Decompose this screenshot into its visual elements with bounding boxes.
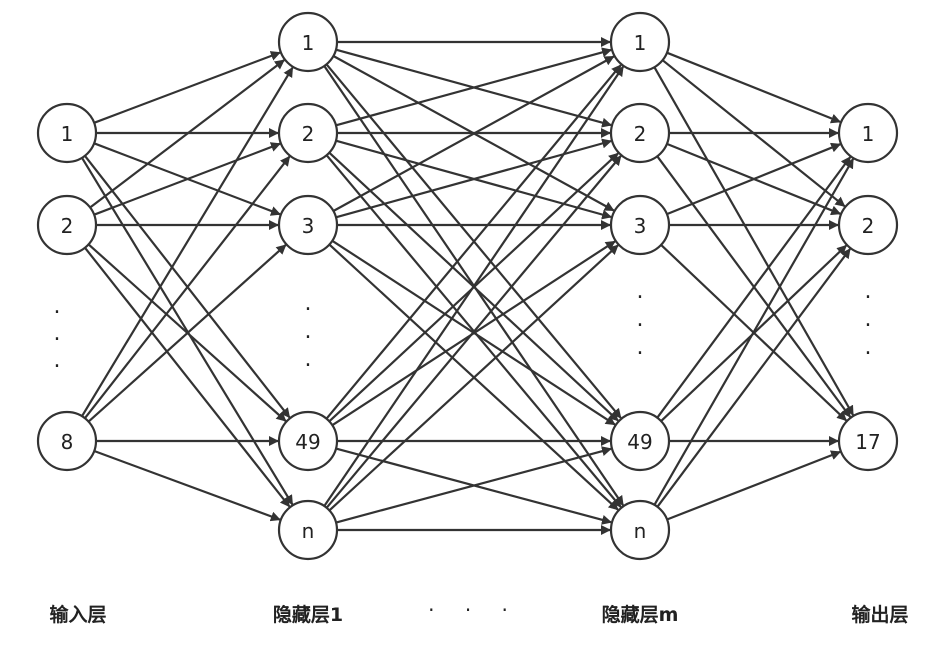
input-node-label: 1 <box>61 122 74 146</box>
output-node-circle <box>837 194 899 256</box>
output-node-label: 17 <box>855 430 880 454</box>
between-hidden-layers-dots: · · · <box>428 598 520 622</box>
hiddenm-ellipsis-dot: · <box>637 286 644 311</box>
hiddenm-node-49: 49 <box>609 410 671 472</box>
connection-arrow-l2-4-1 <box>656 248 851 508</box>
output-ellipsis-dot: · <box>865 286 872 311</box>
hiddenm-node-label: 2 <box>634 122 647 146</box>
hiddenm-node-1: 1 <box>609 11 671 73</box>
vertical-ellipses: ············ <box>54 286 872 380</box>
hiddenm-node-circle <box>609 499 671 561</box>
input-node-circle <box>36 194 98 256</box>
hiddenm-ellipsis-dot: · <box>637 342 644 367</box>
output-ellipsis-dot: · <box>865 342 872 367</box>
hidden1-node-circle <box>277 11 339 73</box>
output-node-label: 1 <box>862 122 875 146</box>
connection-arrow-l0-0-0 <box>93 51 281 124</box>
hidden-layer-1-label: 隐藏层1 <box>272 604 344 626</box>
hiddenm-node-3: 3 <box>609 194 671 256</box>
input-layer-label: 输入层 <box>49 604 107 626</box>
output-node-circle <box>837 410 899 472</box>
connection-arrow-l0-1-0 <box>89 59 285 209</box>
hiddenm-node-circle <box>609 11 671 73</box>
input-ellipsis-dot: · <box>54 328 61 353</box>
hidden1-ellipsis-dot: · <box>305 326 312 351</box>
hiddenm-node-circle <box>609 194 671 256</box>
input-node-circle <box>36 102 98 164</box>
connection-arrow-l2-0-2 <box>653 66 855 416</box>
input-node-circle <box>36 410 98 472</box>
connection-arrow-l1-4-1 <box>325 155 622 509</box>
input-node-2: 2 <box>36 194 98 256</box>
connection-arrow-l1-4-2 <box>328 244 619 512</box>
connection-arrow-l0-2-4 <box>93 449 281 522</box>
output-node-17: 17 <box>837 410 899 472</box>
hidden1-node-49: 49 <box>277 410 339 472</box>
hiddenm-node-circle <box>609 102 671 164</box>
connection-arrow-l0-2-2 <box>87 244 287 423</box>
input-node-1: 1 <box>36 102 98 164</box>
input-node-label: 8 <box>61 430 74 454</box>
output-node-circle <box>837 102 899 164</box>
hiddenm-node-circle <box>609 410 671 472</box>
hidden1-node-label: n <box>302 519 315 543</box>
connection-arrow-l1-2-0 <box>332 55 615 212</box>
input-ellipsis-dot: · <box>54 355 61 380</box>
output-layer-label: 输出层 <box>851 604 909 626</box>
connection-arrow-l2-4-0 <box>653 158 855 506</box>
hiddenm-node-label: n <box>634 519 647 543</box>
hiddenm-node-label: 3 <box>634 214 647 238</box>
neurons: 1 2 8 1 2 3 49 n 1 2 3 49 n 1 2 17 <box>36 11 899 561</box>
hiddenm-node-label: 49 <box>627 430 652 454</box>
hidden-layer-m-label: 隐藏层m <box>601 604 679 626</box>
hiddenm-node-n: n <box>609 499 671 561</box>
hidden1-node-label: 1 <box>302 31 315 55</box>
hidden1-node-label: 3 <box>302 214 315 238</box>
output-node-1: 1 <box>837 102 899 164</box>
hidden1-node-label: 49 <box>295 430 320 454</box>
hidden1-ellipsis-dot: · <box>305 354 312 379</box>
connection-arrow-l0-2-1 <box>84 155 291 419</box>
hidden1-node-n: n <box>277 499 339 561</box>
connection-arrow-l0-2-0 <box>81 66 294 417</box>
connection-arrow-l2-3-0 <box>656 156 852 419</box>
connection-arrow-l1-4-0 <box>323 65 625 507</box>
hidden1-node-circle <box>277 410 339 472</box>
input-node-label: 2 <box>61 214 74 238</box>
hidden1-node-label: 2 <box>302 122 315 146</box>
hidden1-ellipsis-dot: · <box>305 298 312 323</box>
hidden1-node-circle <box>277 102 339 164</box>
connection-arrow-l1-1-0 <box>335 47 613 127</box>
hiddenm-ellipsis-dot: · <box>637 314 644 339</box>
connection-arrow-l1-3-0 <box>325 64 622 420</box>
hidden1-node-1: 1 <box>277 11 339 73</box>
input-ellipsis-dot: · <box>54 301 61 326</box>
hiddenm-node-label: 1 <box>634 31 647 55</box>
output-ellipsis-dot: · <box>865 314 872 339</box>
output-node-label: 2 <box>862 214 875 238</box>
connection-arrow-l1-4-3 <box>335 446 612 524</box>
connection-arrow-l2-2-0 <box>666 142 842 216</box>
connection-arrow-l0-1-1 <box>93 142 281 216</box>
hiddenm-node-2: 2 <box>609 102 671 164</box>
connections <box>81 37 855 535</box>
connection-arrow-l2-0-0 <box>666 51 842 124</box>
connection-arrow-l2-4-2 <box>666 450 842 521</box>
hidden1-node-circle <box>277 499 339 561</box>
input-node-8: 8 <box>36 410 98 472</box>
hidden1-node-2: 2 <box>277 102 339 164</box>
hidden1-node-circle <box>277 194 339 256</box>
connection-arrow-l0-0-4 <box>81 157 294 506</box>
connection-arrow-l0-1-4 <box>84 247 291 508</box>
hidden1-node-3: 3 <box>277 194 339 256</box>
output-node-2: 2 <box>837 194 899 256</box>
